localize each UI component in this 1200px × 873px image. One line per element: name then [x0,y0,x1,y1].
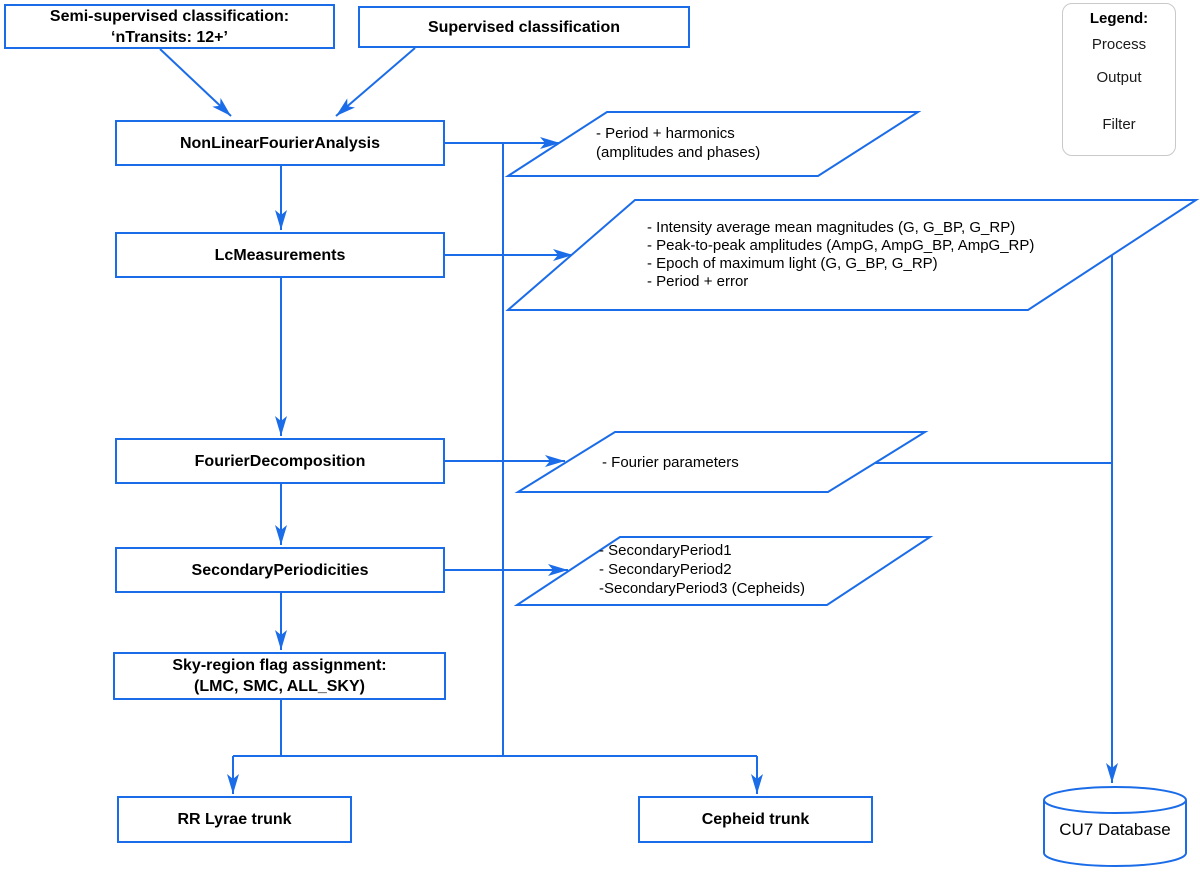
fourierdecomposition-label: FourierDecomposition [194,452,366,470]
output1-line2: (amplitudes and phases) [596,144,761,161]
output1-text: - Period + harmonics (amplitudes and pha… [596,124,760,162]
output4-line3: -SecondaryPeriod3 (Cepheids) [599,580,805,597]
output4-text: - SecondaryPeriod1 - SecondaryPeriod2 -S… [599,541,805,598]
output4-line2: - SecondaryPeriod2 [599,561,732,578]
legend-title: Legend: [1089,10,1149,27]
process-box-nonlinearfourieranalysis: NonLinearFourierAnalysis [115,120,445,166]
database-cylinder-top [1043,786,1187,814]
arrow-semi-to-nlfa [159,48,232,117]
secondaryperiodicities-label: SecondaryPeriodicities [191,561,369,579]
legend-container [1062,3,1176,156]
legend-process-label: Process [1091,36,1147,53]
output3-line1: - Fourier parameters [602,454,739,471]
sky-region-line1: Sky-region flag assignment: [172,657,387,674]
semi-supervised-line1: Semi-supervised classification: [49,7,290,25]
output-parallelogram-secondary-periods [513,536,934,606]
output-parallelogram-lcmeasurements [505,199,1200,311]
database-label: CU7 Database [1059,820,1171,839]
process-box-fourierdecomposition: FourierDecomposition [115,438,445,484]
input-box-semi-supervised: Semi-supervised classification: ‘nTransi… [4,4,335,49]
output2-line4: - Period + error [647,273,749,290]
cepheid-trunk-label: Cepheid trunk [701,811,810,828]
supervised-label: Supervised classification [427,18,621,36]
output-parallelogram-fourier-parameters [514,431,929,493]
output4-line1: - SecondaryPeriod1 [599,542,732,559]
output-parallelogram-period-harmonics [504,111,922,177]
trunk-box-rr-lyrae: RR Lyrae trunk [117,796,352,843]
output3-text: - Fourier parameters [602,453,739,472]
sky-region-line2: (LMC, SMC, ALL_SKY) [194,678,365,695]
output2-line2: - Peak-to-peak amplitudes (AmpG, AmpG_BP… [647,237,1035,254]
input-box-supervised: Supervised classification [358,6,690,48]
semi-supervised-line2: ‘nTransits: 12+’ [111,28,228,46]
nlfa-label: NonLinearFourierAnalysis [179,134,381,152]
arrow-supervised-to-nlfa [335,47,416,117]
output2-line1: - Intensity average mean magnitudes (G, … [647,219,1016,236]
output2-text: - Intensity average mean magnitudes (G, … [647,219,1034,291]
rr-lyrae-trunk-label: RR Lyrae trunk [177,811,292,828]
database-cylinder-body [1043,800,1187,867]
process-box-sky-region-flag: Sky-region flag assignment: (LMC, SMC, A… [113,652,446,700]
process-box-secondaryperiodicities: SecondaryPeriodicities [115,547,445,593]
lcmeasurements-label: LcMeasurements [214,246,346,264]
output2-line3: - Epoch of maximum light (G, G_BP, G_RP) [647,255,938,272]
legend-filter-label: Filter [1102,116,1136,133]
process-box-lcmeasurements: LcMeasurements [115,232,445,278]
legend-output-label: Output [1096,69,1142,86]
output1-line1: - Period + harmonics [596,125,735,142]
trunk-box-cepheid: Cepheid trunk [638,796,873,843]
